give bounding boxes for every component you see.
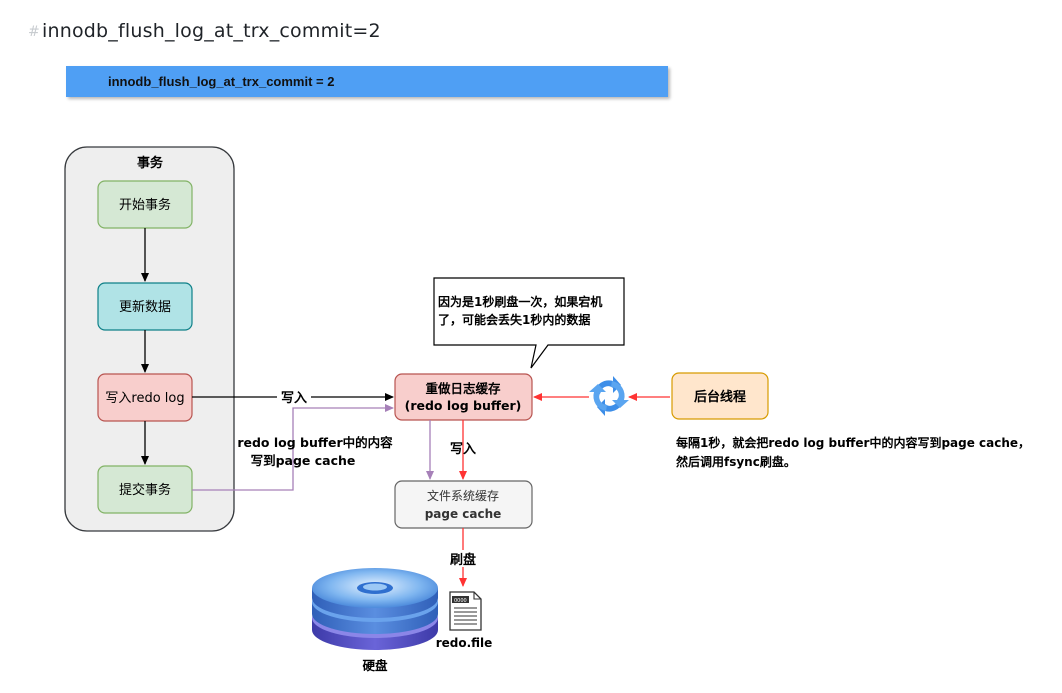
redo-file-document-icon: 0000: [449, 591, 482, 631]
label-write-in: 写入: [281, 391, 307, 406]
callout-line1: 因为是1秒刷盘一次，如果宕机: [438, 294, 602, 309]
sync-cycle-icon: [589, 376, 629, 416]
transaction-group: 事务: [64, 146, 235, 532]
diagram-title-bar: innodb_flush_log_at_trx_commit = 2: [66, 66, 668, 97]
step-write-redo-log: 写入redo log: [97, 373, 193, 422]
background-note-line1: 每隔1秒，就会把redo log buffer中的内容写到page cache，: [676, 435, 1030, 450]
redo-log-buffer-line1: 重做日志缓存: [425, 381, 501, 396]
background-thread-label: 后台线程: [694, 389, 746, 405]
transaction-group-label: 事务: [137, 155, 164, 171]
redo-log-buffer-box: 重做日志缓存 (redo log buffer): [394, 373, 533, 421]
heading-anchor-icon[interactable]: #: [28, 24, 40, 40]
background-note-line2: 然后调用fsync刷盘。: [676, 454, 796, 469]
callout-bubble: 因为是1秒刷盘一次，如果宕机 了，可能会丢失1秒内的数据: [433, 277, 625, 369]
page-cache-line1: 文件系统缓存: [427, 488, 499, 503]
arrow-commit-to-buffer: [192, 404, 394, 491]
page-heading: innodb_flush_log_at_trx_commit=2: [42, 20, 381, 42]
file-icon-header: 0000: [454, 598, 467, 604]
diagram-title: innodb_flush_log_at_trx_commit = 2: [108, 74, 335, 89]
disk-label: 硬盘: [362, 658, 388, 673]
step-update-data-label: 更新数据: [119, 299, 171, 315]
page-cache-box: 文件系统缓存 page cache: [394, 480, 533, 529]
step-write-redo-log-label: 写入redo log: [105, 391, 184, 406]
step-commit-transaction: 提交事务: [97, 465, 193, 514]
label-write-in-2: 写入: [450, 442, 476, 457]
label-flush: 刷盘: [450, 552, 476, 568]
page-cache-line2: page cache: [425, 507, 502, 521]
step-commit-transaction-label: 提交事务: [119, 482, 171, 498]
step-start-transaction-label: 开始事务: [119, 197, 171, 213]
commit-note-line2: 写到page cache: [251, 453, 356, 468]
redo-log-buffer-line2: (redo log buffer): [405, 398, 522, 413]
step-start-transaction: 开始事务: [97, 180, 193, 229]
background-thread-box: 后台线程: [671, 372, 769, 420]
hard-disk-icon: [312, 568, 438, 650]
redo-file-label: redo.file: [436, 636, 493, 650]
callout-line2: 了，可能会丢失1秒内的数据: [438, 312, 590, 327]
step-update-data: 更新数据: [97, 282, 193, 331]
commit-note-line1: redo log buffer中的内容: [237, 435, 393, 450]
